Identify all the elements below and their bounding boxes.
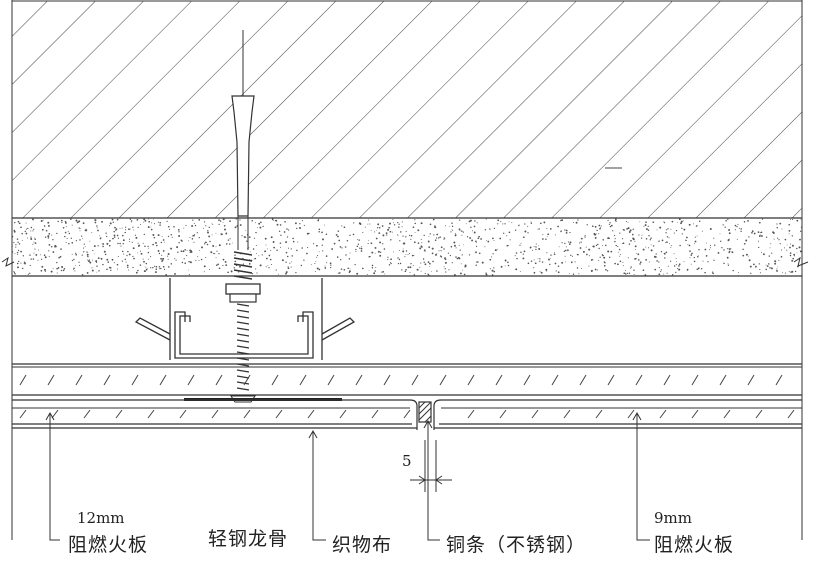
expansion-bolt-icon <box>225 30 261 403</box>
label-light-steel-keel: 轻钢龙骨 <box>208 528 289 550</box>
break-mark-right <box>793 256 809 267</box>
label-9mm-thickness: 9mm <box>654 509 692 527</box>
copper-strip-icon <box>418 401 432 423</box>
label-12mm-thickness: 12mm <box>77 509 125 527</box>
concrete-layer <box>12 218 802 276</box>
label-12mm-board: 阻燃火板 <box>68 534 149 556</box>
leader-lines <box>45 411 650 541</box>
label-gap-dimension: 5 <box>402 452 412 470</box>
c-channel-icon <box>134 278 356 360</box>
gap-dimension <box>410 440 452 492</box>
break-mark-left <box>1 256 15 267</box>
board-12mm <box>12 363 802 396</box>
board-9mm <box>12 399 802 430</box>
structural-slab <box>12 1 802 219</box>
label-copper-strip: 铜条（不锈钢） <box>446 534 587 556</box>
label-fabric: 织物布 <box>332 534 393 556</box>
label-9mm-board: 阻燃火板 <box>654 534 735 556</box>
